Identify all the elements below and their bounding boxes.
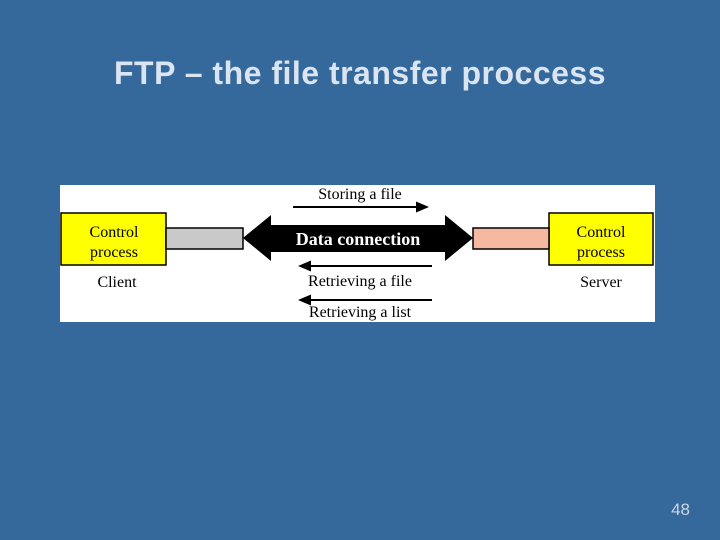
client-box-label-line2: process: [90, 244, 138, 261]
client-box-label-line1: Control: [90, 224, 139, 241]
diagram-panel: Data connection Storing a file Retrievin…: [60, 185, 655, 322]
client-caption: Client: [97, 274, 137, 291]
server-box-label-line2: process: [577, 244, 625, 261]
server-caption: Server: [580, 274, 622, 291]
page-title: FTP – the file transfer proccess: [113, 55, 607, 91]
data-connection-arrow: [243, 215, 473, 261]
retrieving-file-arrowhead: [298, 260, 311, 272]
server-box-label-line1: Control: [577, 224, 626, 241]
client-connector: [165, 227, 244, 250]
ftp-data-connection-diagram: Data connection Storing a file Retrievin…: [60, 186, 654, 321]
retrieving-file-label: Retrieving a file: [308, 273, 412, 290]
storing-file-arrowhead: [416, 201, 429, 213]
retrieving-list-label: Retrieving a list: [309, 304, 412, 321]
data-connection-label: Data connection: [296, 229, 421, 249]
server-connector: [472, 227, 550, 250]
page-number: 48: [671, 500, 690, 519]
server-process-box: [548, 212, 654, 266]
retrieving-list-arrowhead: [298, 294, 311, 306]
storing-file-label: Storing a file: [318, 186, 402, 203]
client-process-box: [60, 212, 167, 266]
